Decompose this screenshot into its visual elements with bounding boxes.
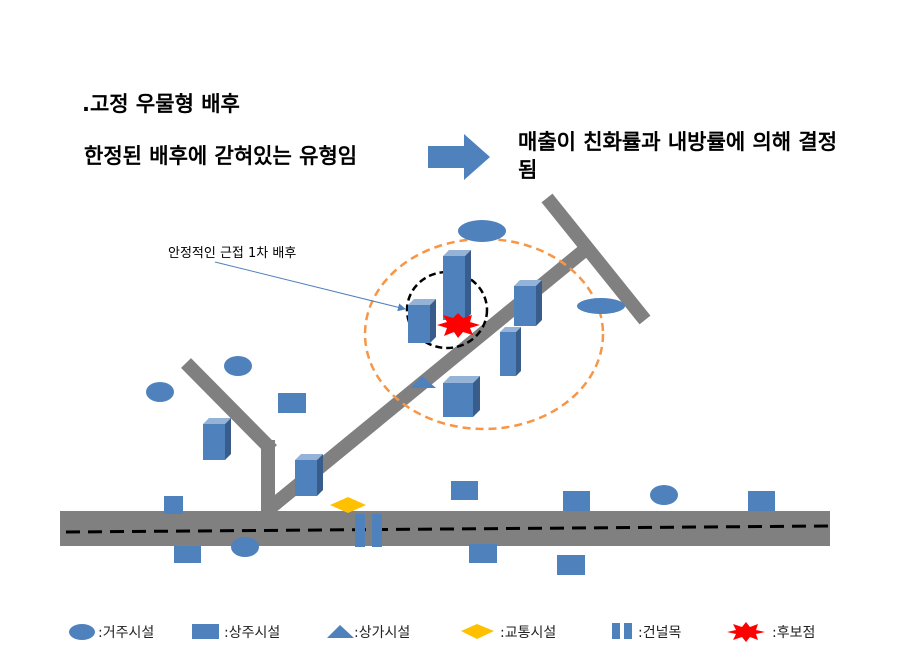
crosswalk [355, 514, 365, 547]
upper-cross-road [541, 193, 651, 325]
description-right: 매출이 친화률과 내방률에 의해 결정됨 [518, 130, 838, 182]
left-branch-road [181, 358, 277, 455]
resident-building [295, 454, 323, 496]
main-road-centerline [65, 524, 829, 534]
residential-ellipse [231, 537, 259, 557]
resident-building [443, 376, 480, 417]
resident-square [748, 491, 775, 511]
crosswalk-icon [624, 623, 632, 639]
callout-label: 안정적인 근접 1차 배후 [168, 246, 297, 261]
resident-square [557, 555, 585, 575]
starburst-icon [727, 622, 765, 642]
legend-label: :상주시설 [224, 625, 281, 641]
page-title: .고정 우물형 배후 [82, 92, 240, 116]
resident-building [408, 299, 436, 343]
primary-trade-area [405, 270, 489, 350]
legend-label: :후보점 [772, 625, 816, 641]
resident-building [203, 418, 231, 460]
resident-building [443, 250, 471, 320]
resident-building [514, 280, 542, 326]
resident-square [278, 393, 306, 413]
callout-pointer [214, 261, 406, 312]
residential-ellipse [458, 220, 506, 242]
resident-square [164, 496, 183, 514]
resident-square [451, 481, 478, 500]
resident-square [174, 546, 201, 563]
secondary-trade-area [363, 237, 605, 431]
resident-square [563, 491, 590, 511]
ellipse-icon [69, 624, 95, 640]
right-arrow-icon [428, 134, 490, 180]
candidate-starburst-icon [437, 313, 480, 338]
triangle-icon [327, 625, 354, 638]
residential-ellipse [650, 485, 678, 505]
legend-label: :교통시설 [500, 625, 557, 641]
transit-diamond [330, 497, 366, 513]
resident-building [500, 327, 521, 376]
resident-square [469, 544, 497, 563]
description-left: 한정된 배후에 갇혀있는 유형임 [84, 144, 358, 168]
legend-label: :거주시설 [98, 625, 155, 641]
residential-ellipse [224, 356, 252, 376]
commercial-triangle [410, 376, 436, 388]
residential-ellipse [577, 298, 625, 314]
legend-label: :건널목 [638, 625, 682, 641]
crosswalk-icon [612, 623, 620, 639]
diamond-icon [461, 624, 494, 639]
residential-ellipse [146, 382, 174, 402]
square-icon [192, 624, 219, 639]
legend-label: :상가시설 [354, 625, 411, 641]
crosswalk [372, 514, 382, 547]
